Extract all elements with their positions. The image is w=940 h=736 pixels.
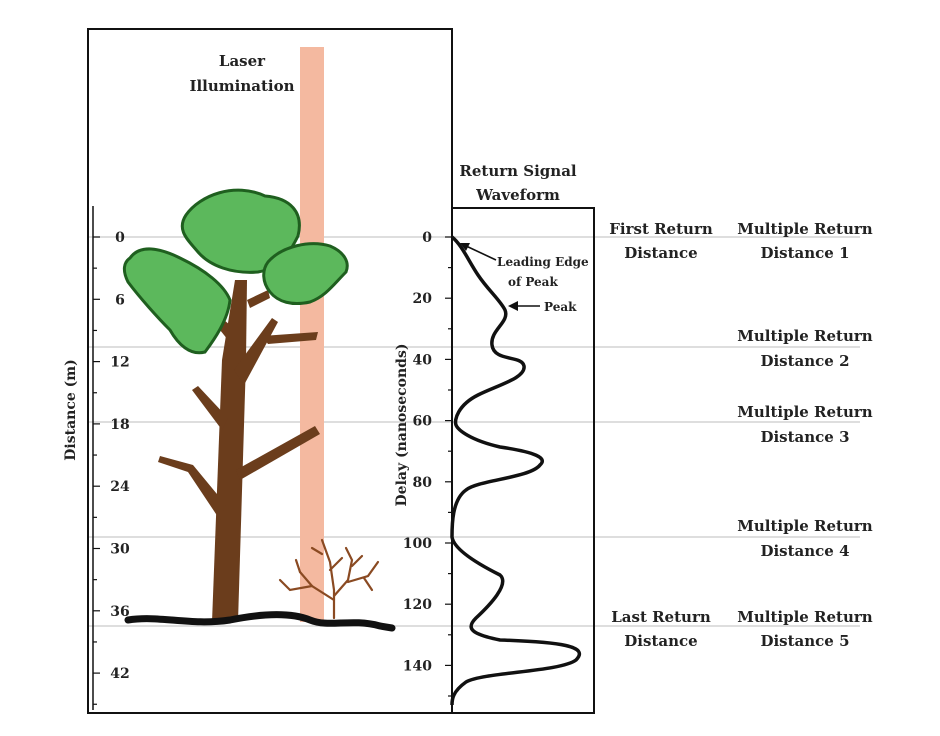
multiple-return-5-line2: Distance 5 (760, 632, 849, 650)
multiple-return-4-line2: Distance 4 (760, 542, 849, 560)
distance-tick-label: 0 (115, 230, 125, 246)
multiple-return-4-line1: Multiple Return (737, 517, 873, 535)
shrub (278, 538, 380, 620)
multiple-return-2-line2: Distance 2 (760, 352, 849, 370)
laser-label-line2: Illumination (189, 77, 294, 95)
distance-axis: 0 6 12 18 24 30 36 42 Distance (m) (63, 206, 130, 710)
waveform-curve (450, 235, 582, 706)
multiple-return-1-line2: Distance 1 (760, 244, 849, 262)
delay-tick-label: 140 (403, 658, 432, 674)
laser-label-line1: Laser (219, 52, 266, 70)
multiple-return-4: Multiple Return Distance 4 (737, 517, 873, 560)
distance-tick-label: 12 (110, 355, 129, 371)
delay-tick-label: 80 (413, 475, 433, 491)
waveform-title-line1: Return Signal (459, 162, 577, 180)
distance-axis-ticks: 0 6 12 18 24 30 36 42 (93, 230, 130, 705)
delay-tick-label: 20 (413, 291, 433, 307)
waveform-title-line2: Waveform (475, 186, 560, 204)
multiple-return-5-line1: Multiple Return (737, 608, 873, 626)
multiple-return-3-line1: Multiple Return (737, 403, 873, 421)
multiple-return-3: Multiple Return Distance 3 (737, 403, 873, 446)
delay-tick-label: 60 (413, 414, 433, 430)
leading-edge-label-line1: Leading Edge (497, 255, 589, 269)
leading-edge-label-line2: of Peak (508, 275, 558, 289)
delay-tick-label: 0 (422, 230, 432, 246)
delay-axis-ticks: 0 20 40 60 80 100 120 140 (403, 230, 452, 697)
multiple-return-2: Multiple Return Distance 2 (737, 327, 873, 370)
distance-tick-label: 42 (110, 666, 129, 682)
delay-tick-label: 100 (403, 536, 432, 552)
tree-trunk (158, 280, 320, 622)
first-return-line2: Distance (624, 244, 697, 262)
ground-line (124, 611, 396, 632)
delay-tick-label: 120 (403, 597, 432, 613)
distance-axis-label: Distance (m) (63, 359, 79, 460)
first-return-label: First Return Distance (609, 220, 713, 262)
canopy-right (262, 242, 349, 306)
tree-canopy (122, 188, 349, 355)
last-return-label: Last Return Distance (611, 608, 711, 650)
distance-tick-label: 6 (115, 292, 125, 308)
first-return-line1: First Return (609, 220, 713, 238)
canopy-left (122, 247, 232, 355)
delay-tick-label: 40 (413, 352, 433, 368)
multiple-return-3-line2: Distance 3 (760, 428, 849, 446)
delay-axis-label: Delay (nanoseconds) (394, 344, 410, 507)
last-return-line2: Distance (624, 632, 697, 650)
distance-tick-label: 30 (110, 542, 130, 558)
multiple-return-1: Multiple Return Distance 1 (737, 220, 873, 262)
delay-axis: 0 20 40 60 80 100 120 140 Delay (nanoseconds) (394, 208, 453, 713)
multiple-return-5: Multiple Return Distance 5 (737, 608, 873, 650)
distance-tick-label: 18 (110, 417, 129, 433)
multiple-return-1-line1: Multiple Return (737, 220, 873, 238)
multiple-return-2-line1: Multiple Return (737, 327, 873, 345)
distance-tick-label: 36 (110, 604, 129, 620)
leading-edge-annotation: Leading Edge of Peak (460, 243, 589, 289)
peak-annotation: Peak (508, 300, 577, 314)
distance-tick-label: 24 (110, 479, 130, 495)
last-return-line1: Last Return (611, 608, 711, 626)
peak-label: Peak (544, 300, 577, 314)
